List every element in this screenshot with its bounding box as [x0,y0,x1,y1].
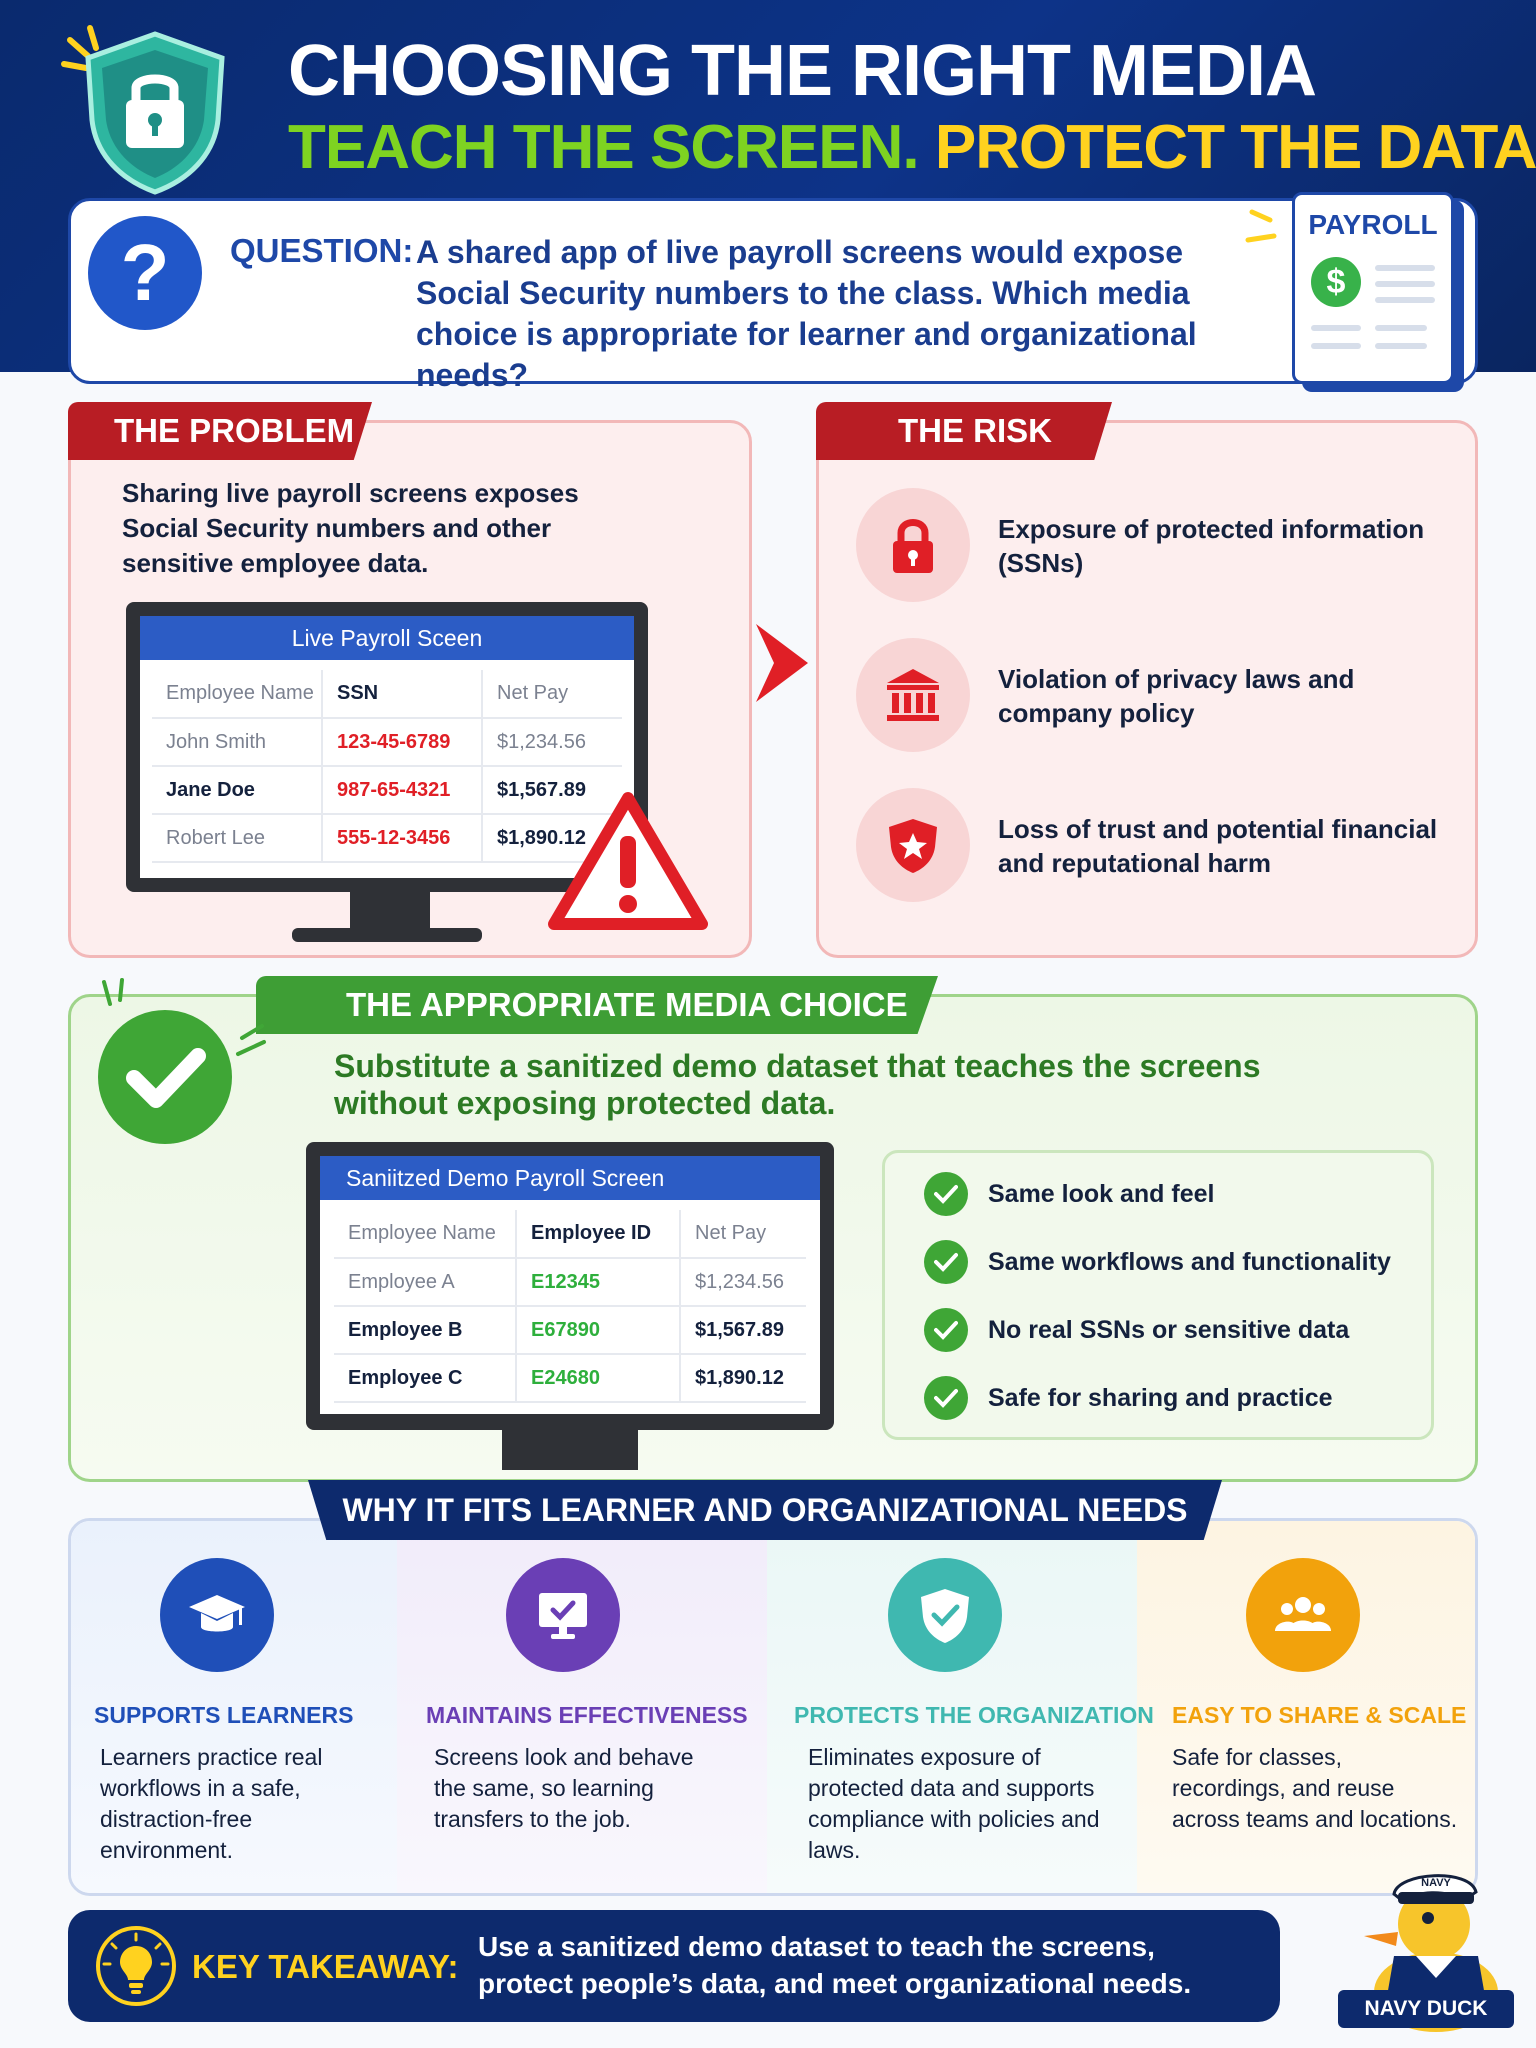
ssn-cell: 123-45-6789 [321,718,482,767]
mascot-cap-text: NAVY [1421,1877,1451,1889]
table-cell: Jane Doe [152,766,322,815]
table-cell: Employee C [334,1354,516,1403]
benefit-label: No real SSNs or sensitive data [988,1316,1350,1344]
shield-lock-icon [85,31,225,195]
sparkle-icon [1245,209,1277,243]
table-cell: $1,234.56 [481,718,622,767]
payroll-badge: PAYROLL [1308,209,1438,240]
table-row: Robert Lee 555-12-3456 $1,890.12 [152,814,622,863]
employee-id-cell: E12345 [515,1258,680,1307]
live-payroll-table: Employee Name SSN Net Pay John Smith 123… [152,670,622,863]
sparkle-icon [102,978,124,1006]
problem-text: Sharing live payroll screens exposes Soc… [122,478,579,578]
why-body: Safe for classes, recordings, and reuse … [1172,1744,1458,1832]
problem-tab: THE PROBLEM [68,402,372,460]
table-cell: Employee A [334,1258,516,1307]
check-icon [924,1308,968,1352]
payroll-document-icon: PAYROLL $ [1292,192,1454,384]
risk-tab: THE RISK [816,402,1112,460]
check-circle-icon [98,1010,232,1144]
page-title: CHOOSING THE RIGHT MEDIA [288,31,1317,111]
demo-payroll-screen-title: Saniitzed Demo Payroll Screen [320,1156,820,1200]
subtitle-yellow: PROTECT THE DATA. [934,113,1536,182]
why-banner: WHY IT FITS LEARNER AND ORGANIZATIONAL N… [308,1480,1222,1540]
why-body: Eliminates exposure of protected data an… [808,1744,1100,1863]
key-takeaway-bar [68,1910,1280,2022]
column-header: Employee Name [334,1210,516,1259]
why-body: Screens look and behave the same, so lea… [434,1744,694,1832]
risk-item-text: Loss of trust and potential financial an… [998,814,1438,878]
key-takeaway-text: Use a sanitized demo dataset to teach th… [478,1931,1192,1999]
ssn-cell: 987-65-4321 [321,766,482,815]
graduation-cap-icon [160,1558,274,1672]
column-header: Employee Name [152,670,322,719]
media-choice-tab: THE APPROPRIATE MEDIA CHOICE [256,976,938,1034]
question-label: QUESTION: [230,232,414,269]
sparkle-icon [61,25,99,71]
live-payroll-screen-title: Live Payroll Sceen [140,616,634,660]
media-choice-text: Substitute a sanitized demo dataset that… [334,1048,1261,1121]
arrow-right-icon [756,624,808,702]
shield-star-icon [856,788,970,902]
risk-item-text: Exposure of protected information (SSNs) [998,514,1425,578]
subtitle-green: TEACH THE SCREEN. [288,113,920,182]
question-card [68,198,1478,384]
table-row: Employee B E67890 $1,567.89 [334,1306,806,1355]
mascot-label: NAVY DUCK [1338,1990,1514,2028]
benefit-label: Same workflows and functionality [988,1248,1391,1276]
sparkle-icon [236,1024,266,1056]
shield-check-icon [888,1558,1002,1672]
table-cell: $1,234.56 [679,1258,806,1307]
table-header-row: Employee Name Employee ID Net Pay [334,1210,806,1259]
check-icon [924,1172,968,1216]
column-header: Net Pay [481,670,622,719]
table-row: Jane Doe 987-65-4321 $1,567.89 [152,766,622,815]
risk-item-text: Violation of privacy laws and company po… [998,664,1355,728]
monitor-check-icon [506,1558,620,1672]
table-cell: $1,567.89 [481,766,622,815]
why-heading: EASY TO SHARE & SCALE [1172,1702,1467,1728]
lock-icon [856,488,970,602]
bank-icon [856,638,970,752]
table-cell: $1,567.89 [679,1306,806,1355]
warning-icon [548,792,708,930]
table-row: Employee C E24680 $1,890.12 [334,1354,806,1403]
lightbulb-icon [96,1926,176,2006]
table-row: John Smith 123-45-6789 $1,234.56 [152,718,622,767]
monitor-base [292,928,482,942]
benefits-box [882,1150,1434,1440]
column-header: SSN [321,670,482,719]
benefit-label: Same look and feel [988,1180,1215,1208]
page-subtitle: TEACH THE SCREEN. PROTECT THE DATA. [288,112,1536,183]
why-heading: PROTECTS THE ORGANIZATION [794,1702,1154,1728]
employee-id-cell: E67890 [515,1306,680,1355]
question-mark-icon: ? [88,216,202,330]
check-icon [924,1376,968,1420]
table-row: Employee A E12345 $1,234.56 [334,1258,806,1307]
monitor-stand [502,1430,638,1470]
employee-id-cell: E24680 [515,1354,680,1403]
table-cell: $1,890.12 [679,1354,806,1403]
check-icon [924,1240,968,1284]
question-text: A shared app of live payroll screens wou… [416,234,1197,393]
column-header: Employee ID [515,1210,680,1259]
ssn-cell: 555-12-3456 [321,814,482,863]
column-header: Net Pay [679,1210,806,1259]
why-body: Learners practice real workflows in a sa… [100,1744,323,1863]
table-cell: John Smith [152,718,322,767]
table-cell: Robert Lee [152,814,322,863]
key-takeaway-label: KEY TAKEAWAY: [192,1948,459,1985]
monitor-stand [350,892,430,932]
dollar-icon: $ [1311,257,1361,307]
why-heading: SUPPORTS LEARNERS [94,1702,354,1728]
group-icon [1246,1558,1360,1672]
table-cell: Employee B [334,1306,516,1355]
benefit-label: Safe for sharing and practice [988,1384,1333,1412]
demo-payroll-table: Employee Name Employee ID Net Pay Employ… [334,1210,806,1403]
why-heading: MAINTAINS EFFECTIVENESS [426,1702,748,1728]
table-header-row: Employee Name SSN Net Pay [152,670,622,719]
